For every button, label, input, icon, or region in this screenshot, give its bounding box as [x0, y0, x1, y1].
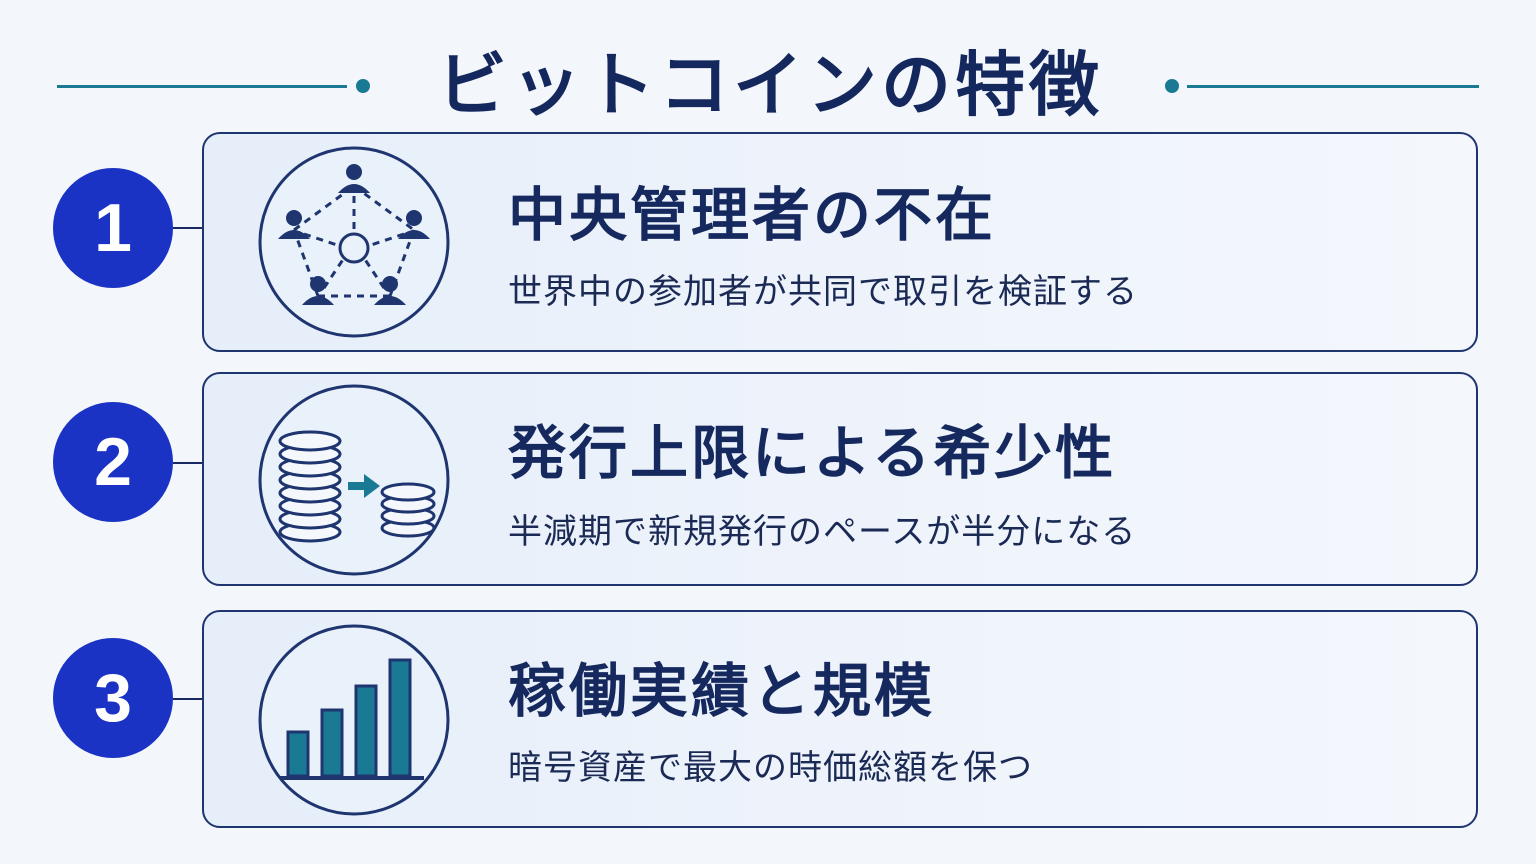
feature-number-badge-1: 1: [53, 168, 173, 288]
badge-connector-1: [173, 227, 203, 229]
feature-card-2: 発行上限による希少性 半減期で新規発行のペースが半分になる: [202, 372, 1478, 586]
feature-description-2: 半減期で新規発行のペースが半分になる: [508, 512, 1137, 552]
bar-chart-icon: [258, 624, 450, 816]
title-rule-right: [1187, 85, 1479, 88]
title-dot-right: [1165, 79, 1179, 93]
page-title: ビットコインの特徴: [437, 44, 1103, 126]
feature-card-3: 稼働実績と規模 暗号資産で最大の時価総額を保つ: [202, 610, 1478, 828]
feature-heading-3: 稼働実績と規模: [508, 657, 936, 725]
title-rule-left: [57, 85, 347, 88]
coin-stacks-icon: [258, 384, 450, 576]
badge-connector-2: [173, 462, 203, 464]
feature-heading-2: 発行上限による希少性: [508, 419, 1117, 487]
feature-card-1: 中央管理者の不在 世界中の参加者が共同で取引を検証する: [202, 132, 1478, 352]
network-icon: [258, 146, 450, 338]
feature-number-badge-2: 2: [53, 402, 173, 522]
feature-description-3: 暗号資産で最大の時価総額を保つ: [508, 748, 1033, 788]
feature-number-badge-3: 3: [53, 638, 173, 758]
title-dot-left: [356, 79, 370, 93]
feature-heading-1: 中央管理者の不在: [508, 181, 997, 249]
badge-connector-3: [173, 698, 203, 700]
feature-description-1: 世界中の参加者が共同で取引を検証する: [508, 272, 1138, 312]
header: ビットコインの特徴: [0, 18, 1536, 126]
